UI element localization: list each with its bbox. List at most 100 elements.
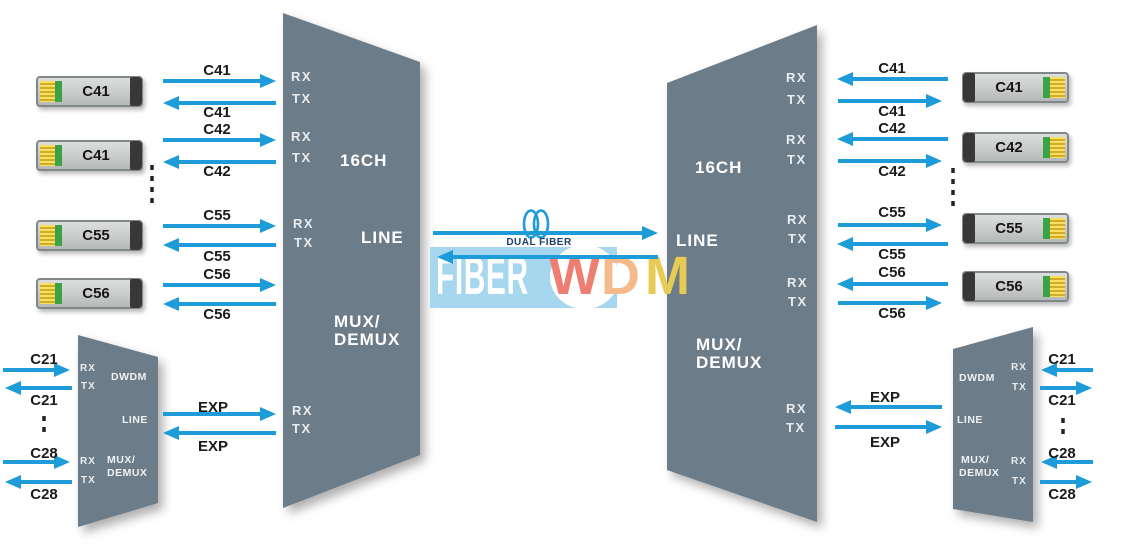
right-c28-label-bottom: C28 [1048, 486, 1076, 503]
right-mux-port-rx-3: RX [787, 212, 809, 227]
left-expansion-mux-body [78, 335, 158, 527]
connector-stripe-icon [55, 225, 62, 246]
left-expmux-port-rx-1: RX [80, 363, 96, 374]
module-label: C55 [82, 227, 110, 244]
left-c42-label-bottom: C42 [203, 163, 231, 180]
connector-stripe-icon [1043, 77, 1050, 98]
left-expmux-dwdm-label: DWDM [111, 371, 147, 383]
right-c21-label-bottom: C21 [1048, 392, 1076, 409]
right-c21-label-top: C21 [1048, 351, 1076, 368]
right-c56-label-bottom: C56 [878, 305, 906, 322]
right-exp-label-top: EXP [869, 389, 901, 406]
module-label: C41 [82, 147, 110, 164]
left-expmux-line-label: LINE [122, 414, 148, 426]
left-mux-port-tx-exp: TX [292, 421, 312, 436]
fiber-connector-icon [1050, 137, 1065, 158]
right-mux-16ch-label: 16CH [695, 158, 743, 177]
left-mux-port-tx-1: TX [292, 91, 312, 106]
left-c41-label-top: C41 [203, 62, 231, 79]
right-mux-port-tx-2: TX [787, 152, 807, 167]
right-mux-body [667, 25, 817, 522]
right-c55-label-bottom: C55 [878, 246, 906, 263]
left-mux-port-rx-1: RX [291, 69, 313, 84]
right-c42-label-top: C42 [878, 120, 906, 137]
left-mux-demux-label: DEMUX [334, 330, 401, 349]
left-mux-port-tx-2: TX [292, 150, 312, 165]
connector-stripe-icon [1043, 276, 1050, 297]
right-expansion-mux-body [953, 327, 1033, 522]
module-latch-icon [130, 141, 142, 170]
right-mux-demux-label: DEMUX [696, 353, 763, 372]
left-c21-label-bottom: C21 [30, 392, 58, 409]
fiber-spool-icon [532, 209, 550, 239]
left-c56-label-bottom: C56 [203, 306, 231, 323]
right-expmux-port-tx-1: TX [1012, 382, 1027, 393]
left-mux-port-rx-2: RX [291, 129, 313, 144]
left-mux-port-rx-exp: RX [292, 403, 314, 418]
fiber-connector-icon [1050, 77, 1065, 98]
right-expmux-port-tx-2: TX [1012, 476, 1027, 487]
right-mux-port-tx-exp: TX [786, 420, 806, 435]
left-exp-label-top: EXP [197, 399, 229, 416]
module-label: C56 [82, 285, 110, 302]
module-latch-icon [130, 221, 142, 250]
right-mux-line-label: LINE [676, 231, 719, 250]
transceiver-module: C55 [36, 220, 143, 251]
module-latch-icon [963, 272, 975, 301]
right-c56-label-top: C56 [878, 264, 906, 281]
left-c28-label-top: C28 [30, 445, 58, 462]
module-label: C41 [82, 83, 110, 100]
left-expmux-port-tx-1: TX [81, 381, 96, 392]
left-c21-label-top: C21 [30, 351, 58, 368]
module-latch-icon [963, 73, 975, 102]
right-c41-label-bottom: C41 [878, 103, 906, 120]
right-c41-label-top: C41 [878, 60, 906, 77]
right-mux-port-rx-2: RX [786, 132, 808, 147]
right-expmux-port-rx-2: RX [1011, 456, 1027, 467]
right-expmux-line-label: LINE [957, 414, 983, 426]
transceiver-module: C41 [36, 140, 143, 171]
fiber-connector-icon [1050, 276, 1065, 297]
left-expmux-port-tx-2: TX [81, 475, 96, 486]
connector-stripe-icon [55, 283, 62, 304]
left-c28-label-bottom: C28 [30, 486, 58, 503]
transceiver-module: C42 [962, 132, 1069, 163]
left-mux-port-tx-3: TX [294, 235, 314, 250]
left-expmux-mux-label: MUX/ [107, 454, 136, 466]
left-c55-label-bottom: C55 [203, 248, 231, 265]
right-mux-port-tx-3: TX [788, 231, 808, 246]
module-label: C41 [995, 79, 1023, 96]
transceiver-module: C56 [36, 278, 143, 309]
right-mux-port-rx-1: RX [786, 70, 808, 85]
transceiver-module: C56 [962, 271, 1069, 302]
dual-fiber-label: DUAL FIBER [506, 237, 572, 248]
right-c55-label-top: C55 [878, 204, 906, 221]
transceiver-module: C41 [962, 72, 1069, 103]
transceiver-module: C55 [962, 213, 1069, 244]
right-expmux-port-rx-1: RX [1011, 362, 1027, 373]
fiber-connector-icon [40, 283, 55, 304]
left-c42-label-top: C42 [203, 121, 231, 138]
connector-stripe-icon [55, 145, 62, 166]
right-c28-label-top: C28 [1048, 445, 1076, 462]
right-mux-port-tx-1: TX [787, 92, 807, 107]
fiber-connector-icon [40, 145, 55, 166]
left-expmux-demux-label: DEMUX [107, 467, 148, 479]
right-expmux-demux-label: DEMUX [959, 467, 1000, 479]
module-latch-icon [963, 214, 975, 243]
module-label: C56 [995, 278, 1023, 295]
right-expmux-dwdm-label: DWDM [959, 372, 995, 384]
transceiver-module: C41 [36, 76, 143, 107]
left-c41-label-bottom: C41 [203, 104, 231, 121]
module-latch-icon [963, 133, 975, 162]
left-mux-16ch-label: 16CH [340, 151, 388, 170]
fiber-connector-icon [1050, 218, 1065, 239]
left-c56-label-top: C56 [203, 266, 231, 283]
left-mux-body [283, 13, 420, 508]
right-mux-port-rx-4: RX [787, 275, 809, 290]
left-mux-port-rx-3: RX [293, 216, 315, 231]
right-c42-label-bottom: C42 [878, 163, 906, 180]
connector-stripe-icon [55, 81, 62, 102]
